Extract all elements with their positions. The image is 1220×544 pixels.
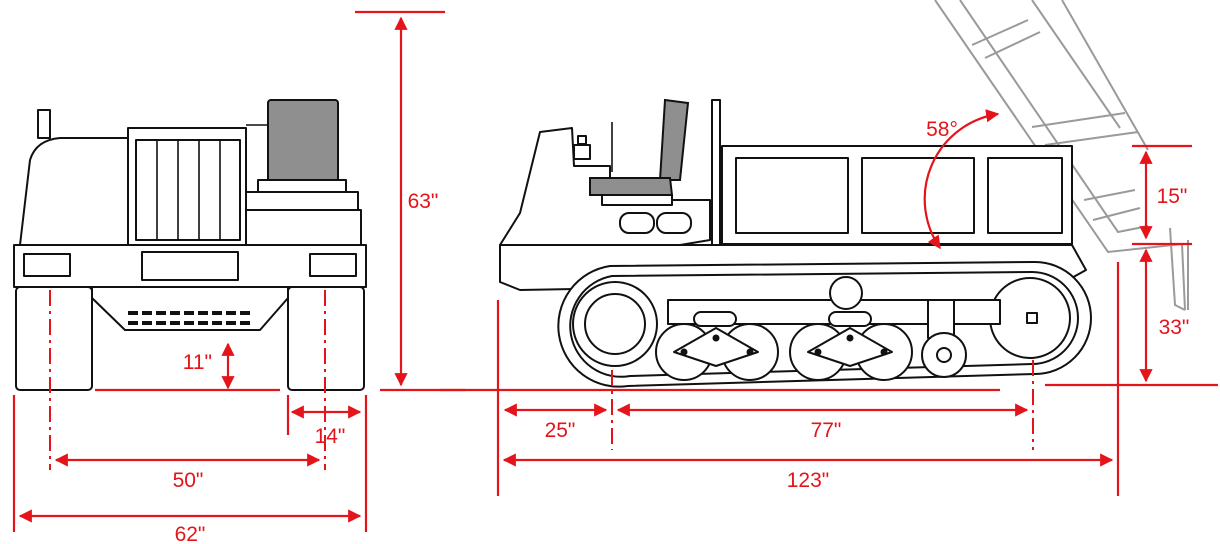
side-bed-panel-2 (861, 157, 975, 234)
side-vent-left (619, 212, 655, 234)
front-left-track (15, 286, 93, 391)
side-top-roller (829, 276, 863, 310)
ground-clearance-label: 11" (183, 351, 212, 374)
track-length-label: 77" (811, 419, 842, 442)
track-center-width-label: 50" (173, 469, 204, 492)
front-right-body (245, 209, 362, 246)
front-grille-slats (135, 139, 241, 241)
front-vents (128, 311, 250, 325)
side-bed-panel-3 (987, 157, 1063, 234)
side-rear-post (711, 99, 721, 246)
front-right-light (309, 253, 357, 277)
side-seat-back (658, 98, 690, 181)
front-view (13, 99, 367, 391)
dump-angle-label: 58° (926, 118, 958, 141)
side-cab-box (573, 144, 591, 160)
side-road-wheels-1 (655, 311, 779, 381)
side-cab-knob (577, 135, 587, 145)
front-center-plate (141, 251, 239, 281)
front-hood (19, 137, 129, 246)
side-seat-cushion (589, 177, 674, 196)
front-lower-chassis (91, 286, 289, 331)
front-left-light (23, 253, 71, 277)
bed-floor-height-label: 33" (1159, 316, 1190, 339)
front-overhang-label: 25" (545, 419, 576, 442)
front-engine-block (267, 99, 339, 183)
front-exhaust-stack (37, 109, 51, 139)
side-vent-right (656, 212, 692, 234)
overall-length-label: 123" (787, 469, 830, 492)
overall-height-label: 63" (408, 190, 439, 213)
front-deck (245, 191, 359, 211)
dump-angle-arc (923, 109, 1000, 250)
side-view (499, 0, 1189, 388)
side-road-wheels-2 (789, 311, 913, 381)
side-sprocket-hub (1026, 312, 1038, 324)
side-seat-base (601, 194, 673, 206)
side-bed-panel-1 (735, 157, 849, 234)
bed-side-height-label: 15" (1157, 185, 1188, 208)
track-width-label: 14" (315, 425, 346, 448)
side-dimensions: 25" 77" 123" 58° 15" 33" (440, 109, 1218, 496)
side-front-idler-inner (584, 293, 646, 355)
overall-width-label: 62" (175, 523, 206, 544)
front-dimensions: 50" 62" 14" 11" 63" (12, 10, 465, 544)
side-rear-road-wheel (921, 299, 967, 378)
raised-dump-bed (934, 0, 1189, 311)
front-engine-base (257, 179, 347, 193)
